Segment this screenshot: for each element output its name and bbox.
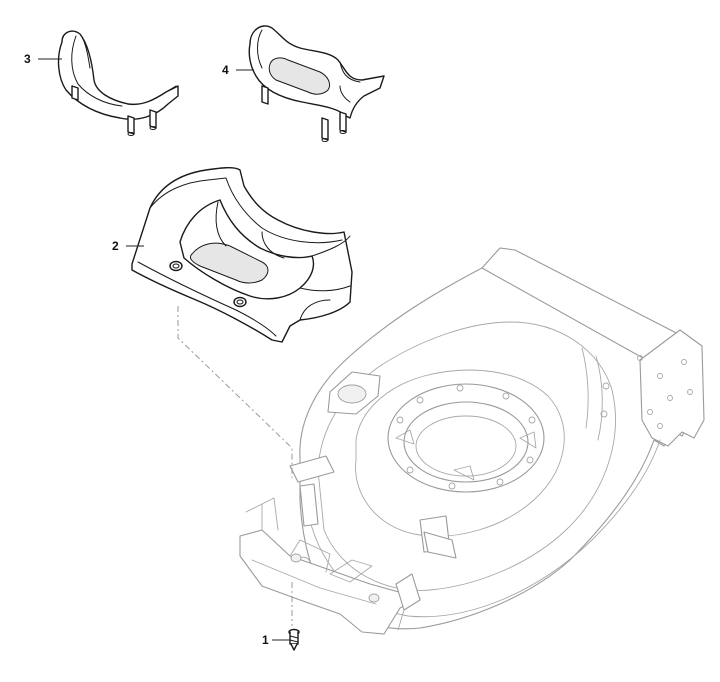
assembly-line — [177, 306, 293, 478]
callout-2: 2 — [112, 239, 144, 253]
part-1-screw[interactable] — [288, 628, 300, 651]
callout-1: 1 — [262, 633, 290, 647]
callout-label-4: 4 — [222, 63, 229, 77]
callout-label-2: 2 — [112, 239, 119, 253]
callout-3: 3 — [24, 52, 62, 66]
part-3-handle[interactable] — [57, 30, 179, 136]
part-2-housing[interactable] — [131, 167, 353, 343]
callout-label-3: 3 — [24, 52, 31, 66]
part-4-handle[interactable] — [248, 25, 385, 142]
callout-4: 4 — [222, 63, 254, 77]
callout-label-1: 1 — [262, 633, 269, 647]
mower-deck — [239, 247, 705, 635]
